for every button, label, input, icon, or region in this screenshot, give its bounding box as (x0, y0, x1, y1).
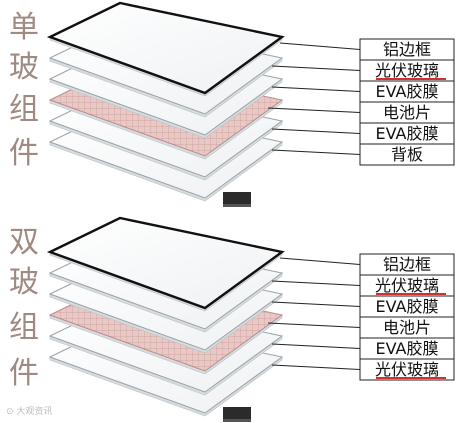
top-junction-box (223, 192, 251, 204)
bottom-label-5: EVA胶膜 (376, 339, 439, 358)
top-label-2: 光伏玻璃 (375, 61, 439, 80)
bottom-leader-line-1 (279, 257, 361, 265)
bottom-label-1: 铝边框 (383, 255, 431, 274)
bottom-layer-1 (46, 216, 285, 310)
bottom-junction-box-base (223, 419, 251, 422)
top-label-3: EVA胶膜 (376, 82, 439, 101)
bottom-leader-line-4 (267, 322, 361, 328)
top-leader-line-2 (271, 65, 361, 71)
top-leader-line-4 (267, 107, 361, 113)
bottom-leader-line-6 (271, 364, 361, 370)
bottom-title-char-2: 玻 (9, 265, 39, 300)
top-label-4: 电池片 (383, 103, 431, 122)
top-label-5: EVA胶膜 (376, 124, 439, 143)
bottom-label-4: 电池片 (383, 318, 431, 337)
bottom-leader-line-2 (271, 280, 361, 286)
top-leader-line-6 (271, 149, 361, 155)
top-junction-box-base (223, 204, 251, 207)
bottom-title-char-3: 组 (9, 310, 39, 345)
top-leader-line-3 (271, 86, 361, 92)
top-title-char-4: 件 (9, 136, 39, 171)
top-leader-line-1 (279, 42, 361, 50)
bottom-label-3: EVA胶膜 (376, 297, 439, 316)
top-title-char-1: 单 (9, 10, 39, 45)
bottom-title-char-1: 双 (9, 225, 39, 260)
top-title-char-3: 组 (9, 92, 39, 127)
bottom-title-char-4: 件 (9, 356, 39, 391)
bottom-junction-box (223, 407, 251, 419)
bottom-leader-line-3 (271, 301, 361, 307)
watermark-text: ⊙ 大观资讯 (6, 407, 53, 417)
top-title-char-2: 玻 (9, 50, 39, 85)
top-label-1: 铝边框 (383, 40, 431, 59)
bottom-leader-line-5 (271, 343, 361, 349)
bottom-label-2: 光伏玻璃 (375, 276, 439, 295)
top-leader-line-5 (271, 128, 361, 134)
top-label-6: 背板 (391, 145, 423, 164)
top-layer-1 (46, 1, 285, 95)
bottom-label-6: 光伏玻璃 (375, 360, 439, 379)
